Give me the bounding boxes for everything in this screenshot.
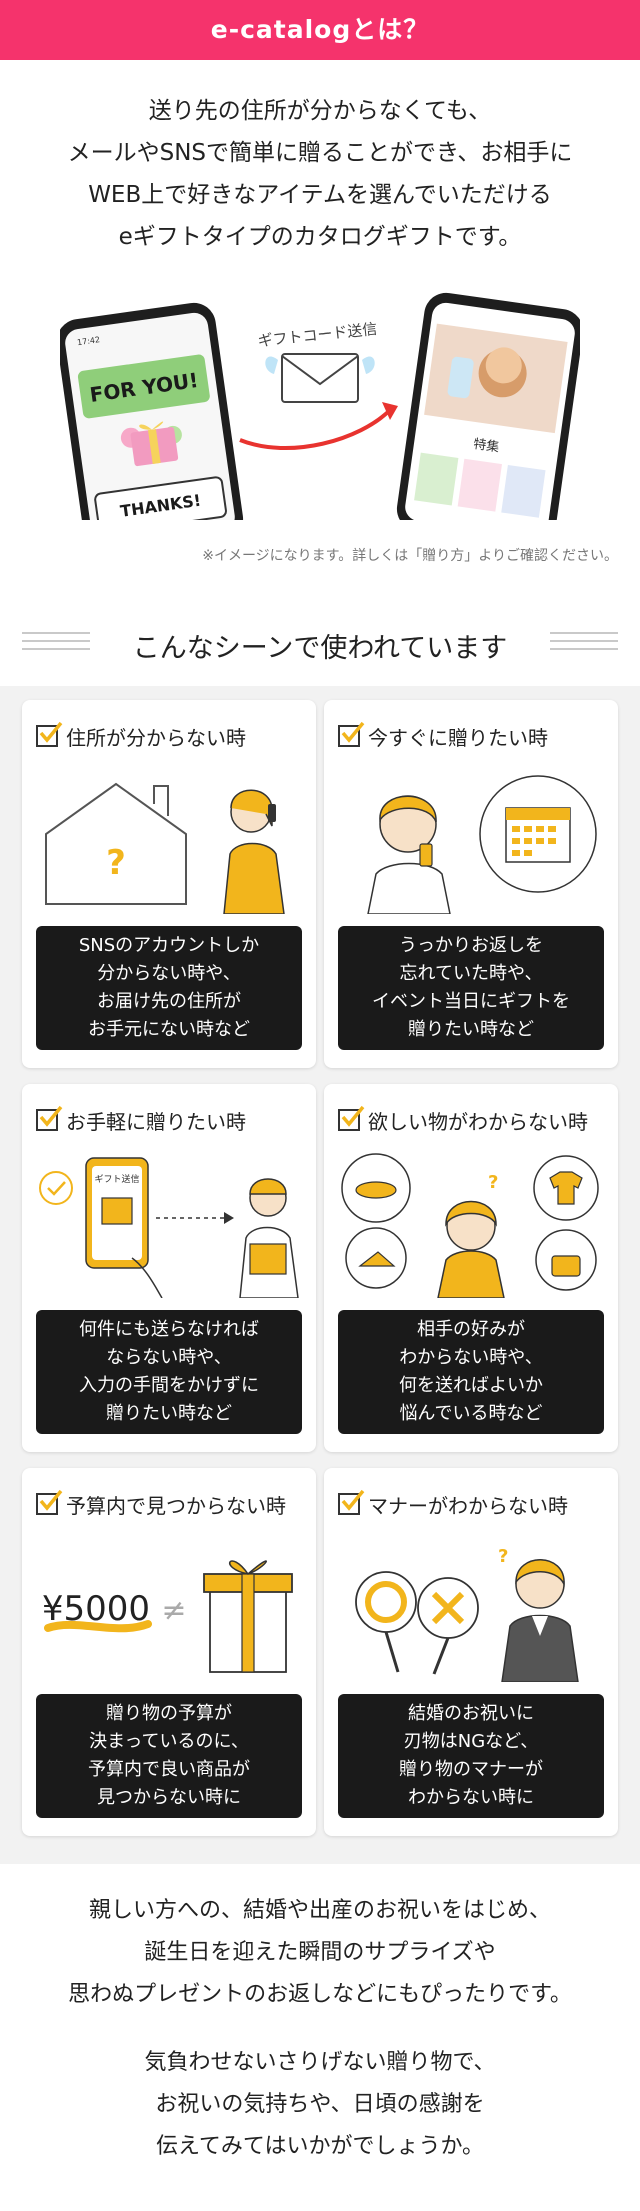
check-icon bbox=[338, 1105, 365, 1131]
scene-card-no-address: 住所が分からない時 ? SNSのアカウントしか 分からない時や、 お届け先の住所… bbox=[22, 700, 316, 1068]
scene-card-manners: マナーがわからない時 ? 結婚のお祝いに 刃物はNGなど、 贈り物のマナーが わ… bbox=[324, 1468, 618, 1836]
scene-card-send-now: 今すぐに贈りたい時 うっかりお返しを 忘れていた時や、 イベント当日にギフトを … bbox=[324, 700, 618, 1068]
scene-caption: 贈り物の予算が 決まっているのに、 予算内で良い商品が 見つからない時に bbox=[36, 1694, 302, 1818]
section-title: こんなシーンで使われています bbox=[132, 633, 508, 664]
outro-paragraph-1: 親しい方への、結婚や出産のお祝いをはじめ、 誕生日を迎えた瞬間のサプライズや 思… bbox=[0, 1890, 640, 2016]
scene-title-row: お手軽に贈りたい時 bbox=[36, 1104, 246, 1136]
svg-text:?: ? bbox=[498, 1546, 508, 1567]
scene-card-budget: 予算内で見つからない時 ¥5000 ≠ 贈り物の予算が 決まっているのに、 予算… bbox=[22, 1468, 316, 1836]
outro-line: 伝えてみてはいかがでしょうか。 bbox=[155, 2134, 485, 2159]
scene-title: お手軽に贈りたい時 bbox=[66, 1109, 246, 1134]
scene-card-easy-send: お手軽に贈りたい時 ギフト送信 何件にも送らなければ ならない時や、 入力の手間… bbox=[22, 1084, 316, 1452]
intro-line: eギフトタイプのカタログギフトです。 bbox=[118, 224, 522, 250]
gift-box-icon bbox=[120, 421, 182, 467]
scene-caption: SNSのアカウントしか 分からない時や、 お届け先の住所が お手元にない時など bbox=[36, 926, 302, 1050]
decor-lines-right bbox=[550, 632, 618, 658]
gift-code-send-label: ギフトコード送信 bbox=[257, 320, 378, 350]
status-time: 17:42 bbox=[77, 335, 101, 347]
phone-gift-illustration: ギフト送信 bbox=[39, 1157, 299, 1298]
gift-icon bbox=[101, 1197, 133, 1225]
outro-line: 親しい方への、結婚や出産のお祝いをはじめ、 bbox=[88, 1898, 551, 1923]
check-icon bbox=[36, 1105, 63, 1131]
envelope-icon bbox=[265, 353, 375, 403]
house-question-illustration: ? bbox=[45, 782, 285, 914]
check-icon bbox=[338, 1489, 365, 1515]
scene-title: 予算内で見つからない時 bbox=[66, 1493, 286, 1518]
intro-text: 送り先の住所が分からなくても、 メールやSNSで簡単に贈ることができ、お相手に … bbox=[0, 90, 640, 258]
image-note: ※イメージになります。詳しくは「贈り方」よりご確認ください。 bbox=[202, 548, 618, 564]
scene-caption: うっかりお返しを 忘れていた時や、 イベント当日にギフトを 贈りたい時など bbox=[338, 926, 604, 1050]
circle-sign-icon bbox=[355, 1571, 417, 1673]
phone-send-label: ギフト送信 bbox=[94, 1173, 139, 1185]
scene-title-row: 住所が分からない時 bbox=[36, 720, 246, 752]
scene-title-row: 欲しい物がわからない時 bbox=[338, 1104, 588, 1136]
scene-caption: 相手の好みが わからない時や、 何を送ればよいか 悩んでいる時など bbox=[338, 1310, 604, 1434]
scene-title: 欲しい物がわからない時 bbox=[368, 1109, 588, 1134]
page-title: e-catalogとは？ bbox=[0, 0, 640, 60]
intro-line: 送り先の住所が分からなくても、 bbox=[148, 98, 492, 124]
scene-title: 今すぐに贈りたい時 bbox=[368, 725, 548, 750]
wish-items-illustration: ? bbox=[341, 1153, 599, 1298]
check-icon bbox=[36, 721, 63, 747]
outro-paragraph-2: 気負わせないさりげない贈り物で、 お祝いの気持ちや、日頃の感謝を 伝えてみてはい… bbox=[0, 2042, 640, 2168]
shirt-icon bbox=[549, 1171, 583, 1205]
category-label: 特集 bbox=[472, 436, 500, 455]
scene-caption: 何件にも送らなければ ならない時や、 入力の手間をかけずに 贈りたい時など bbox=[36, 1310, 302, 1434]
outro-line: 気負わせないさりげない贈り物で、 bbox=[144, 2050, 496, 2075]
svg-text:?: ? bbox=[488, 1172, 498, 1193]
scene-title: マナーがわからない時 bbox=[368, 1493, 568, 1518]
section-header: こんなシーンで使われています bbox=[0, 620, 640, 670]
ecatalog-illustration: 17:42 FOR YOU! THANKS! ギフトコード送信 bbox=[56, 290, 584, 558]
budget-illustration: ¥5000 ≠ bbox=[42, 1560, 293, 1673]
outro-line: 思わぬプレゼントのお返しなどにもぴったりです。 bbox=[68, 1982, 572, 2007]
scene-caption: 結婚のお祝いに 刃物はNGなど、 贈り物のマナーが わからない時に bbox=[338, 1694, 604, 1818]
check-icon bbox=[338, 721, 365, 747]
not-equal-icon: ≠ bbox=[161, 1593, 186, 1628]
scene-title: 住所が分からない時 bbox=[66, 725, 246, 750]
calendar-illustration bbox=[367, 775, 597, 914]
outro-line: 誕生日を迎えた瞬間のサプライズや bbox=[144, 1940, 496, 1965]
arrow-icon bbox=[382, 402, 398, 420]
shoe-icon bbox=[358, 1251, 396, 1267]
phones-illustration: 17:42 FOR YOU! THANKS! ギフトコード送信 bbox=[56, 292, 584, 558]
scene-card-unknown-wants: 欲しい物がわからない時 ? 相手の好みが わからない時や、 何を送ればよいか 悩… bbox=[324, 1084, 618, 1452]
intro-line: メールやSNSで簡単に贈ることができ、お相手に bbox=[67, 140, 573, 166]
scene-title-row: 予算内で見つからない時 bbox=[36, 1488, 286, 1520]
dishes-icon bbox=[355, 1181, 397, 1199]
gift-box-icon bbox=[203, 1560, 293, 1673]
price-text: ¥5000 bbox=[42, 1589, 150, 1629]
cross-sign-icon bbox=[417, 1577, 479, 1675]
scene-title-row: 今すぐに贈りたい時 bbox=[338, 720, 548, 752]
intro-line: WEB上で好きなアイテムを選んでいただける bbox=[88, 182, 552, 208]
scene-title-row: マナーがわからない時 bbox=[338, 1488, 568, 1520]
outro-line: お祝いの気持ちや、日頃の感謝を bbox=[155, 2092, 485, 2117]
decor-lines-left bbox=[22, 632, 90, 658]
question-icon: ? bbox=[106, 843, 126, 883]
bag-icon bbox=[551, 1255, 581, 1277]
manners-illustration: ? bbox=[355, 1546, 579, 1682]
check-icon bbox=[36, 1489, 63, 1515]
